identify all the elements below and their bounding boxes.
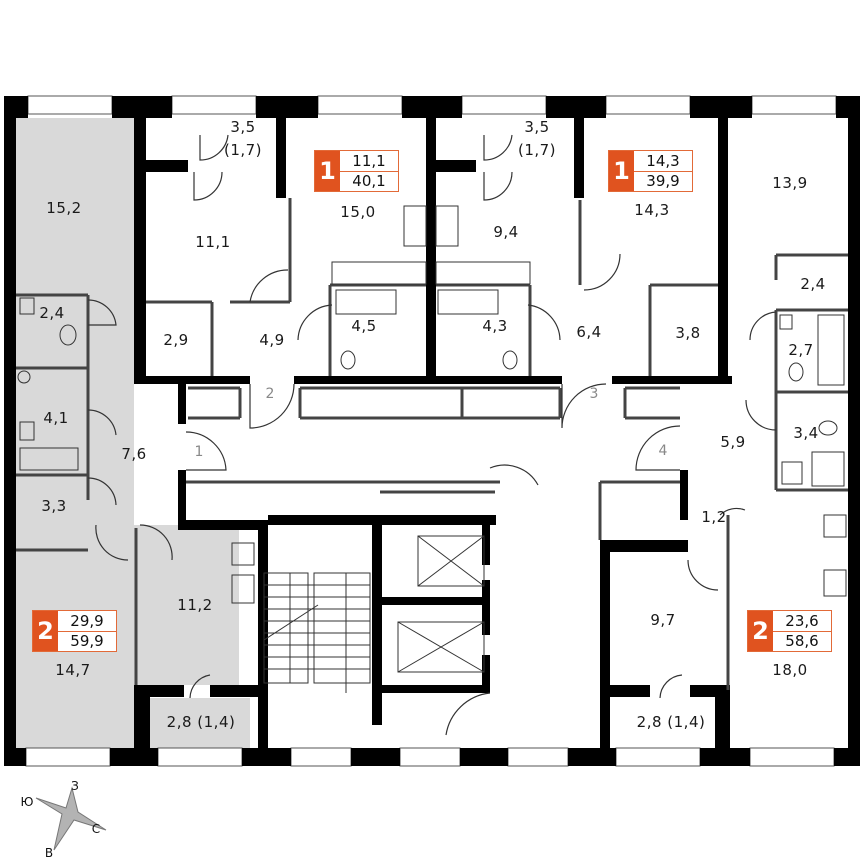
room-area-label: 6,4	[576, 323, 602, 341]
compass-west: З	[71, 779, 79, 793]
room-area-label: 2,8 (1,4)	[166, 713, 236, 731]
apartment-badge[interactable]: 2 23,6 58,6	[747, 610, 832, 652]
room-area-label: (1,7)	[223, 141, 263, 159]
room-area-label: 3,5	[524, 118, 550, 136]
compass-north: С	[91, 822, 101, 836]
living-area: 23,6	[773, 611, 831, 632]
room-area-label: 9,7	[650, 611, 676, 629]
room-area-label: 4,3	[482, 317, 508, 335]
room-area-label: 2,4	[800, 275, 826, 293]
room-area-label: 2,8 (1,4)	[636, 713, 706, 731]
rooms-count: 2	[748, 611, 773, 651]
elevators	[397, 535, 485, 673]
interior-walls	[134, 118, 732, 750]
room-area-label: 11,2	[177, 596, 213, 614]
room-area-label: 4,9	[259, 331, 285, 349]
room-area-label: 14,7	[55, 661, 91, 679]
room-area-label: 4,5	[351, 317, 377, 335]
total-area: 39,9	[646, 172, 680, 191]
room-area-label: 5,9	[720, 433, 746, 451]
apartment-badge[interactable]: 1 11,1 40,1	[314, 150, 399, 192]
living-area: 14,3	[634, 151, 692, 172]
rooms-count: 2	[33, 611, 58, 651]
apartment-door-number: 2	[265, 386, 275, 402]
living-area: 29,9	[58, 611, 116, 632]
room-area-label: 13,9	[772, 174, 808, 192]
door-swings	[87, 134, 777, 736]
rooms-count: 1	[609, 151, 634, 191]
living-area: 11,1	[340, 151, 398, 172]
room-area-label: 18,0	[772, 661, 808, 679]
exterior-walls	[4, 96, 860, 766]
room-area-label: 2,9	[163, 331, 189, 349]
compass-rose-icon	[35, 786, 107, 851]
room-area-label: 9,4	[493, 223, 519, 241]
room-area-label: 3,3	[41, 497, 67, 515]
rooms-count: 1	[315, 151, 340, 191]
apartment-badge[interactable]: 1 14,3 39,9	[608, 150, 693, 192]
room-area-label: 14,3	[634, 201, 670, 219]
room-area-label: 11,1	[195, 233, 231, 251]
room-area-label: 3,5	[230, 118, 256, 136]
total-area: 40,1	[352, 172, 386, 191]
room-area-label: 2,7	[788, 341, 814, 359]
compass-east: В	[44, 846, 54, 860]
total-area: 59,9	[70, 632, 104, 651]
total-area: 58,6	[785, 632, 819, 651]
compass-south: Ю	[20, 795, 34, 809]
room-area-label: 15,0	[340, 203, 376, 221]
partitions	[16, 198, 848, 690]
room-area-label: 1,2	[701, 508, 727, 526]
room-area-label: 4,1	[43, 409, 69, 427]
apartment-door-number: 4	[658, 443, 668, 459]
staircase	[263, 572, 371, 693]
room-area-label: 15,2	[46, 199, 82, 217]
room-area-label: (1,7)	[517, 141, 557, 159]
room-area-label: 2,4	[39, 304, 65, 322]
room-area-label: 3,8	[675, 324, 701, 342]
fixtures	[17, 205, 847, 604]
apartment-door-number: 3	[589, 386, 599, 402]
apartment-door-number: 1	[194, 444, 204, 460]
apartment-badge[interactable]: 2 29,9 59,9	[32, 610, 117, 652]
room-area-label: 7,6	[121, 445, 147, 463]
room-area-label: 3,4	[793, 424, 819, 442]
